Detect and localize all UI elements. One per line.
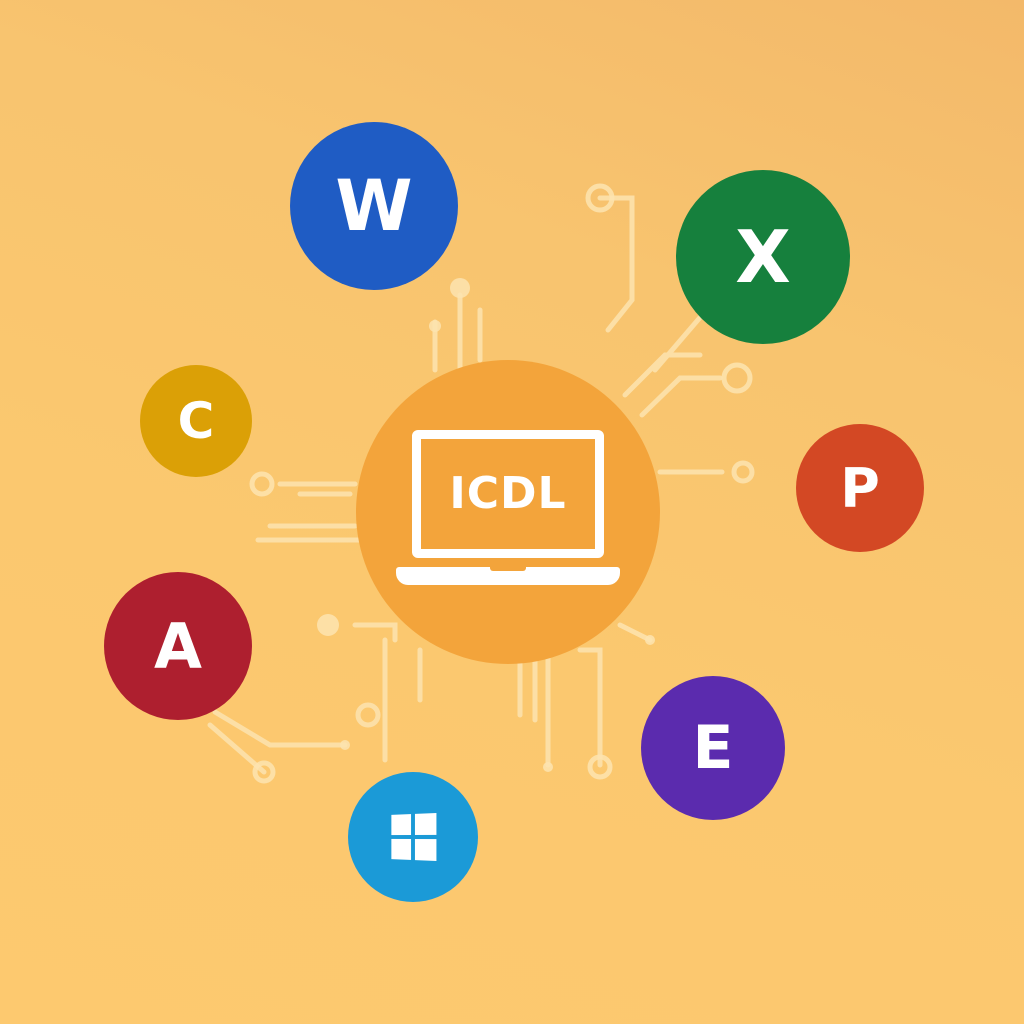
access-icon[interactable]: A	[104, 572, 252, 720]
laptop-base	[396, 567, 620, 585]
e-icon[interactable]: E	[641, 676, 785, 820]
powerpoint-icon[interactable]: P	[796, 424, 924, 552]
icdl-hub: ICDL	[356, 360, 660, 664]
excel-letter: X	[735, 215, 791, 299]
access-letter: A	[154, 609, 202, 683]
windows-icon[interactable]	[348, 772, 478, 902]
laptop-notch	[490, 567, 526, 571]
word-letter: W	[335, 165, 413, 247]
windows-pane	[414, 813, 437, 835]
hub-label: ICDL	[449, 468, 567, 519]
excel-icon[interactable]: X	[676, 170, 850, 344]
c-icon[interactable]: C	[140, 365, 252, 477]
powerpoint-letter: P	[840, 456, 880, 520]
e-letter: E	[692, 713, 734, 783]
c-letter: C	[177, 392, 215, 450]
laptop-icon: ICDL	[412, 430, 604, 558]
windows-pane	[414, 839, 437, 861]
windows-pane	[391, 814, 412, 836]
word-icon[interactable]: W	[290, 122, 458, 290]
windows-logo	[391, 813, 437, 861]
windows-pane	[391, 838, 412, 860]
